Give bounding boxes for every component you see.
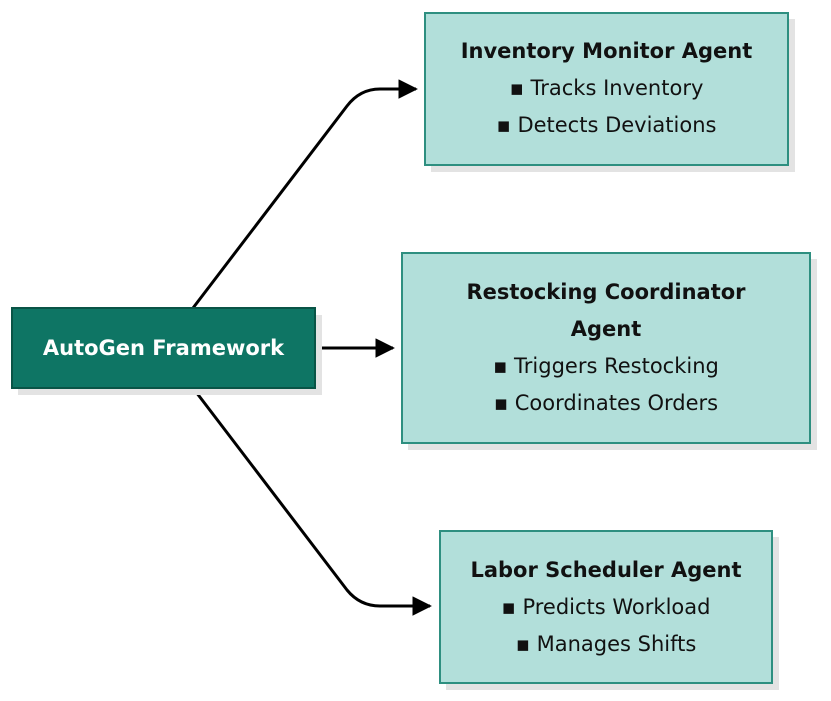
agent-node-box [401,252,811,444]
agent-title: Inventory Monitor Agent [461,39,753,63]
root-node: AutoGen Framework [11,307,322,395]
agent-title: Agent [571,317,642,341]
connector-to-labor-scheduler [191,387,432,616]
root-node-box [11,307,316,389]
agent-node-box [439,530,773,684]
agent-node-labor-scheduler: Labor Scheduler Agent ▪ Predicts Workloa… [439,530,779,690]
connector-to-inventory-monitor [191,79,418,309]
agent-bullet: ▪ Coordinates Orders [494,391,718,415]
agent-bullet: ▪ Triggers Restocking [493,354,719,378]
agent-node-box [424,12,789,166]
connectors [191,79,432,616]
agent-bullet: ▪ Manages Shifts [516,632,697,656]
agent-bullet: ▪ Tracks Inventory [510,76,704,100]
agent-bullet: ▪ Detects Deviations [497,113,717,137]
agent-node-restocking-coordinator: Restocking Coordinator Agent ▪ Triggers … [401,252,817,450]
agent-title: Labor Scheduler Agent [470,558,741,582]
root-node-label: AutoGen Framework [43,336,285,360]
agent-node-inventory-monitor: Inventory Monitor Agent ▪ Tracks Invento… [424,12,795,172]
agent-bullet: ▪ Predicts Workload [502,595,711,619]
agent-title: Restocking Coordinator [466,280,746,304]
